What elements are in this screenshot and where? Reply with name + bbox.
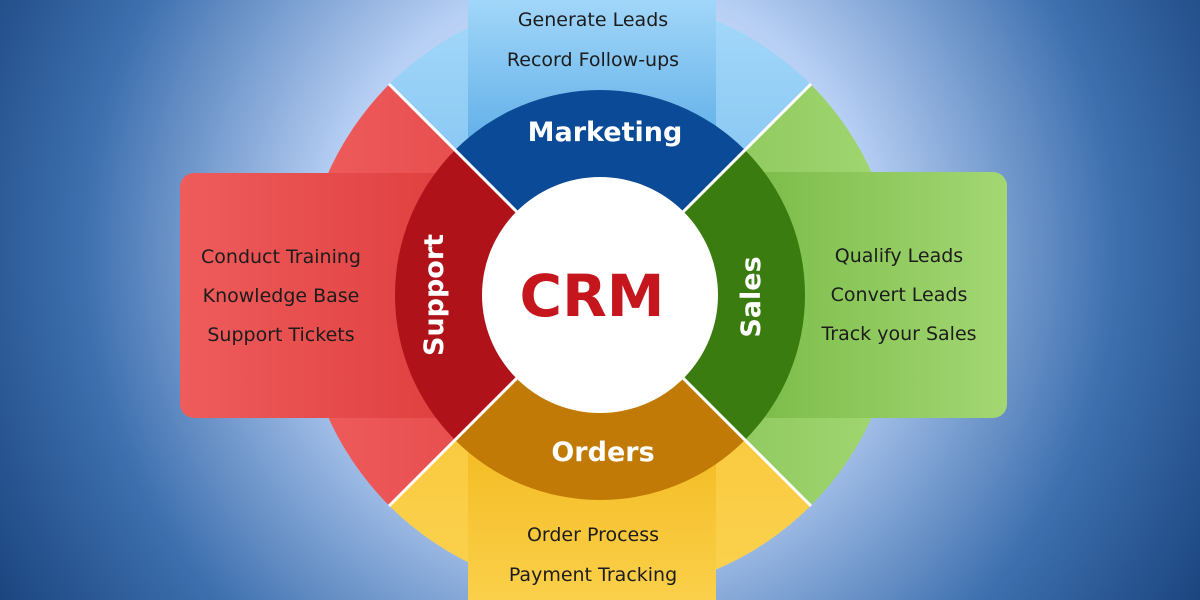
- support-item-2: Knowledge Base: [203, 285, 360, 307]
- marketing-item-2: Record Follow-ups: [507, 49, 679, 71]
- support-label: Support: [419, 234, 450, 356]
- orders-label: Orders: [551, 437, 654, 468]
- orders-item-1: Order Process: [527, 524, 659, 546]
- marketing-item-1: Generate Leads: [518, 9, 668, 31]
- sales-item-2: Convert Leads: [831, 284, 968, 306]
- sales-item-3: Track your Sales: [820, 323, 976, 345]
- crm-hub-label: CRM: [520, 262, 665, 330]
- sales-item-1: Qualify Leads: [835, 245, 963, 267]
- marketing-label: Marketing: [528, 117, 683, 148]
- crm-hub: CRM: [482, 177, 718, 413]
- crm-hub-circle: [482, 177, 718, 413]
- orders-item-2: Payment Tracking: [509, 564, 677, 586]
- support-item-3: Support Tickets: [207, 324, 354, 346]
- sales-label: Sales: [736, 256, 767, 337]
- support-item-1: Conduct Training: [201, 246, 361, 268]
